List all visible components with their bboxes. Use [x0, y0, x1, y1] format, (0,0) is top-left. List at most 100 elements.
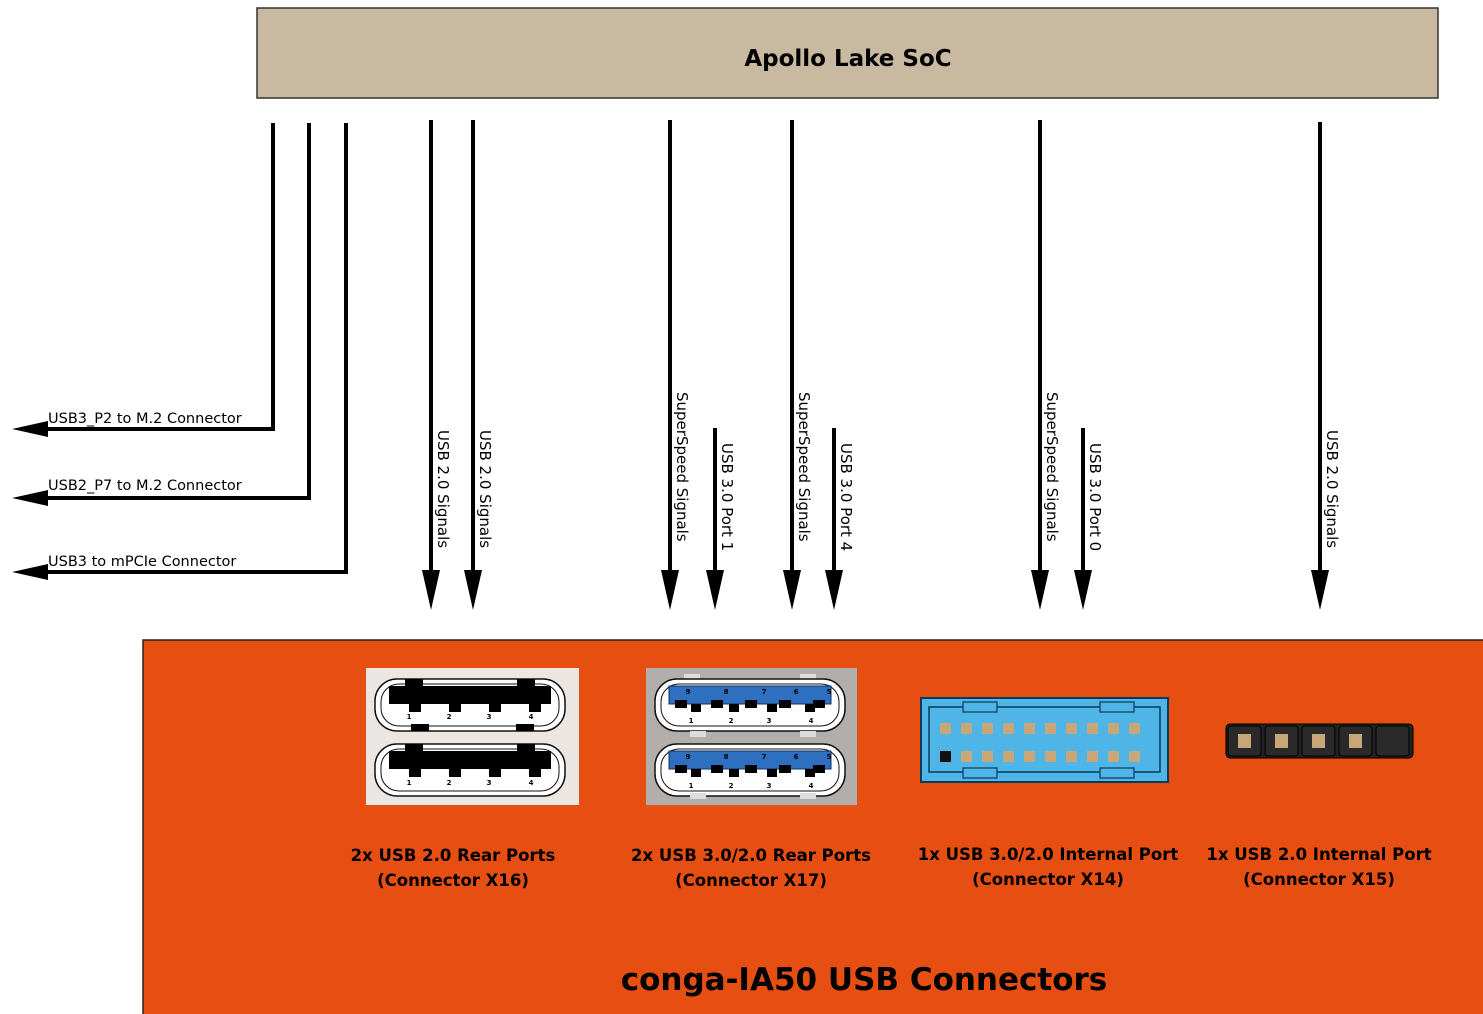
- svg-text:7: 7: [762, 753, 767, 761]
- left-signal-usb3-p2: USB3_P2 to M.2 Connector: [12, 123, 275, 437]
- signal-x16-b: USB 2.0 Signals: [464, 120, 494, 610]
- connector-x15-label: 1x USB 2.0 Internal Port (Connector X15): [1206, 845, 1431, 889]
- connector-x14-label: 1x USB 3.0/2.0 Internal Port (Connector …: [918, 845, 1179, 889]
- svg-text:3: 3: [767, 717, 772, 725]
- x15-pin-housing: [1375, 725, 1410, 757]
- x14-pin: [1045, 751, 1056, 762]
- x14-pin: [1003, 723, 1014, 734]
- x16-top-pin-labels: 1 2 3 4: [407, 713, 534, 721]
- x14-pin: [1003, 751, 1014, 762]
- svg-text:2: 2: [447, 713, 452, 721]
- soc-title: Apollo Lake SoC: [744, 46, 951, 72]
- svg-text:2x USB 2.0 Rear Ports: 2x USB 2.0 Rear Ports: [351, 846, 556, 865]
- x17-bottom-pin-labels: 9 8 7 6 5 1 2 3 4: [686, 753, 832, 790]
- svg-text:1: 1: [689, 782, 694, 790]
- left-signal-label: USB3 to mPCIe Connector: [48, 554, 236, 570]
- connector-x17-label: 2x USB 3.0/2.0 Rear Ports (Connector X17…: [631, 846, 871, 890]
- x14-pin: [1129, 723, 1140, 734]
- x14-pin: [1066, 723, 1077, 734]
- x15-pin: [1312, 734, 1325, 748]
- signal-x17b-superspeed: SuperSpeed Signals: [783, 120, 813, 610]
- svg-text:8: 8: [724, 688, 729, 696]
- svg-text:1x USB 3.0/2.0 Internal Port: 1x USB 3.0/2.0 Internal Port: [918, 845, 1179, 864]
- x15-pin-row: [1227, 725, 1410, 757]
- svg-text:(Connector X17): (Connector X17): [675, 871, 827, 890]
- x14-pin-grid: [940, 723, 1140, 762]
- x14-pin: [940, 723, 951, 734]
- x15-pin: [1349, 734, 1362, 748]
- x14-pin: [1087, 723, 1098, 734]
- signal-x16-a: USB 2.0 Signals: [422, 120, 452, 610]
- svg-text:6: 6: [794, 688, 799, 696]
- x15-pin: [1275, 734, 1288, 748]
- svg-text:1: 1: [407, 779, 412, 787]
- x14-key-pin: [940, 751, 951, 762]
- signal-x17-port1: USB 3.0 Port 1: [706, 428, 736, 610]
- x17-top-pin-labels: 9 8 7 6 5 1 2 3 4: [686, 688, 832, 725]
- x14-pin: [982, 723, 993, 734]
- svg-text:2: 2: [447, 779, 452, 787]
- signal-label: USB 2.0 Signals: [1323, 430, 1341, 548]
- svg-text:1: 1: [407, 713, 412, 721]
- connector-x15-graphic: [1225, 723, 1414, 759]
- x15-pin: [1238, 734, 1251, 748]
- svg-text:4: 4: [529, 713, 534, 721]
- left-signal-usb3-mpcie: USB3 to mPCIe Connector: [12, 123, 348, 580]
- svg-text:5: 5: [827, 688, 832, 696]
- svg-text:4: 4: [809, 717, 814, 725]
- svg-text:9: 9: [686, 753, 691, 761]
- signal-label: USB 2.0 Signals: [434, 430, 452, 548]
- signal-x14-superspeed: SuperSpeed Signals: [1031, 120, 1061, 610]
- svg-text:2: 2: [729, 782, 734, 790]
- board-title: conga-IA50 USB Connectors: [621, 962, 1108, 998]
- signal-label: SuperSpeed Signals: [1043, 392, 1061, 542]
- svg-text:6: 6: [794, 753, 799, 761]
- x14-pin: [1108, 751, 1119, 762]
- signal-label: SuperSpeed Signals: [673, 392, 691, 542]
- svg-text:5: 5: [827, 753, 832, 761]
- signal-label: USB 2.0 Signals: [476, 430, 494, 548]
- x16-bottom-pin-labels: 1 2 3 4: [407, 779, 534, 787]
- x14-pin: [1087, 751, 1098, 762]
- svg-text:1: 1: [689, 717, 694, 725]
- left-signal-usb2-p7: USB2_P7 to M.2 Connector: [12, 123, 311, 506]
- svg-text:2: 2: [729, 717, 734, 725]
- svg-text:(Connector X16): (Connector X16): [377, 871, 529, 890]
- left-signal-label: USB3_P2 to M.2 Connector: [48, 411, 242, 427]
- connector-x16-graphic: 1 2 3 4 1 2 3 4: [366, 668, 579, 805]
- soc-block: [256, 7, 1439, 99]
- signal-x17-port4: USB 3.0 Port 4: [825, 428, 855, 610]
- connector-x16-label: 2x USB 2.0 Rear Ports (Connector X16): [351, 846, 556, 890]
- x14-pin: [982, 751, 993, 762]
- svg-text:1x USB 2.0 Internal Port: 1x USB 2.0 Internal Port: [1206, 845, 1431, 864]
- svg-text:8: 8: [724, 753, 729, 761]
- signal-label: USB 3.0 Port 0: [1086, 443, 1104, 551]
- svg-text:4: 4: [529, 779, 534, 787]
- signal-label: SuperSpeed Signals: [795, 392, 813, 542]
- x14-pin: [1024, 723, 1035, 734]
- connector-x14-graphic: [920, 697, 1169, 783]
- x14-pin: [961, 723, 972, 734]
- svg-text:3: 3: [487, 713, 492, 721]
- connector-x17-graphic: 9 8 7 6 5 1 2 3 4 9 8 7 6 5 1 2 3 4: [646, 668, 857, 805]
- x14-pin: [1129, 751, 1140, 762]
- svg-text:7: 7: [762, 688, 767, 696]
- svg-text:3: 3: [767, 782, 772, 790]
- signal-x15: USB 2.0 Signals: [1311, 122, 1341, 610]
- signal-x14-port0: USB 3.0 Port 0: [1074, 428, 1104, 610]
- signal-label: USB 3.0 Port 4: [837, 443, 855, 551]
- svg-text:4: 4: [809, 782, 814, 790]
- x14-pin: [1024, 751, 1035, 762]
- svg-text:(Connector X15): (Connector X15): [1243, 870, 1395, 889]
- x14-pin: [961, 751, 972, 762]
- left-signal-label: USB2_P7 to M.2 Connector: [48, 478, 242, 494]
- signal-label: USB 3.0 Port 1: [718, 443, 736, 551]
- signal-x17-superspeed: SuperSpeed Signals: [661, 120, 691, 610]
- x14-pin: [1108, 723, 1119, 734]
- svg-text:9: 9: [686, 688, 691, 696]
- svg-text:(Connector X14): (Connector X14): [972, 870, 1124, 889]
- svg-text:3: 3: [487, 779, 492, 787]
- x14-pin: [1045, 723, 1056, 734]
- svg-text:2x USB 3.0/2.0 Rear Ports: 2x USB 3.0/2.0 Rear Ports: [631, 846, 871, 865]
